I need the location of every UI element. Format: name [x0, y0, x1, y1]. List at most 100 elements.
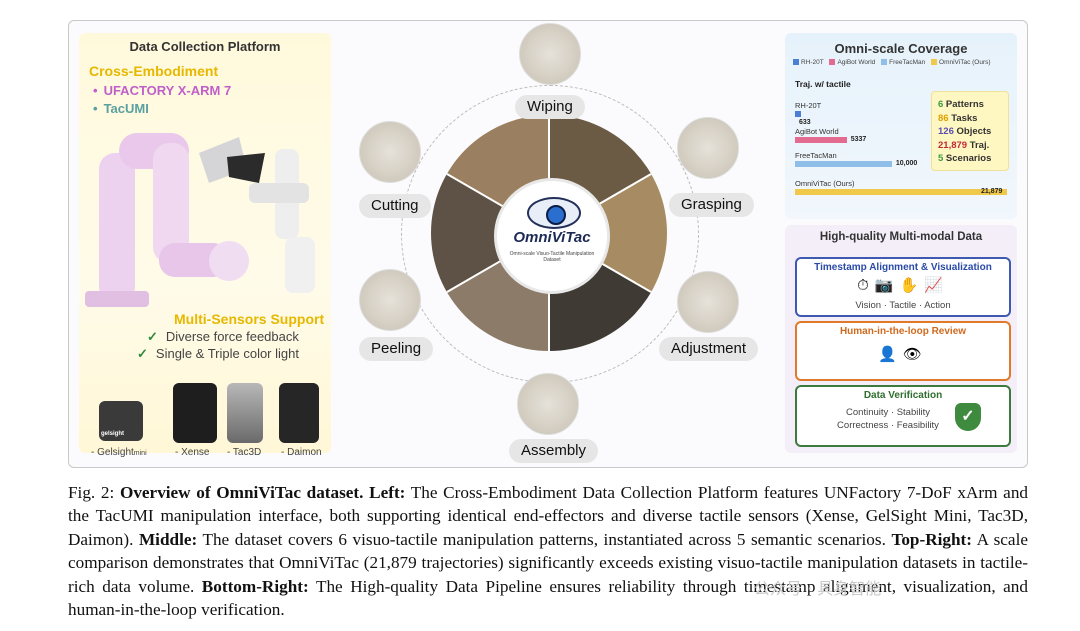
xense-sensor [173, 383, 217, 443]
stat-label: Patterns [943, 99, 984, 110]
robot-arm-illustration [85, 133, 315, 307]
verification-line1: Continuity · Stability [846, 407, 930, 418]
bar [795, 111, 802, 117]
stat-label: Scenarios [943, 153, 992, 164]
pattern-label-assembly: Assembly [509, 439, 599, 463]
feature-check-label: Diverse force feedback [165, 329, 299, 344]
daimon-sensor [279, 383, 319, 443]
sensor-label-text: - Gelsight [91, 447, 134, 458]
legend-swatch [881, 59, 888, 66]
assembly-illustration [517, 373, 579, 435]
bar-value-label: 5337 [850, 136, 867, 143]
eye-icon: 👁 [902, 346, 928, 363]
caption-bold: Bottom-Right: [201, 576, 309, 596]
sensor-label-daimon: - Daimon [281, 447, 322, 458]
verification-line2: Correctness · Feasibility [837, 420, 939, 431]
wiping-illustration [519, 23, 581, 85]
feature-check-label: Single & Triple color light [155, 346, 299, 361]
legend-item: FreeTacMan [889, 59, 926, 66]
chart-icon: 📈 [924, 277, 949, 294]
quality-title: High-quality Multi-modal Data [819, 231, 983, 243]
check-icon: ✓ [147, 329, 158, 344]
traj-axis-label: Traj. w/ tactile [795, 79, 851, 89]
embodiment-item-label: UFACTORY X-ARM 7 [103, 83, 232, 98]
peeling-illustration [359, 269, 421, 331]
legend-swatch [829, 59, 836, 66]
caption-bold: Middle: [138, 529, 198, 549]
figure-frame: Data Collection Platform Cross-Embodimen… [68, 20, 1028, 468]
timestamp-icons: ⏱📷✋📈 [797, 276, 1009, 294]
grasping-illustration [677, 117, 739, 179]
embodiment-item-tacumi: •TacUMI [93, 101, 149, 116]
bar [795, 161, 892, 167]
stat-num: 86 [938, 112, 949, 124]
legend-swatch [793, 59, 799, 66]
legend-swatch [931, 59, 938, 66]
bar-value-label: 10,000 [895, 160, 918, 167]
pattern-label-adjustment: Adjustment [659, 337, 759, 361]
logo-tagline: Omni-scale Visuo-Tactile Manipulation Da… [509, 251, 595, 263]
stopwatch-icon: ⏱ [857, 277, 875, 294]
gelsight-logo: gelsight [101, 431, 125, 437]
bar-label: AgiBot World [795, 127, 839, 136]
embodiment-item-xarm: •UFACTORY X-ARM 7 [93, 83, 232, 98]
timestamp-box: Timestamp Alignment & Visualization ⏱📷✋📈… [795, 257, 1011, 317]
caption-text: The Cross-Embodiment Data Collection Pla… [68, 483, 1029, 549]
human-review-box: Human-in-the-loop Review 👤👁 [795, 321, 1011, 381]
feature-check-light: ✓ Single & Triple color light [137, 346, 299, 362]
multi-sensors-title: Multi-Sensors Support [174, 311, 325, 327]
caption-text: A scale comparison demonstrates that Omn… [68, 529, 1028, 596]
caption-text: The dataset covers 6 visuo-tactile manip… [197, 529, 892, 549]
iris [546, 205, 566, 225]
stat-num: 5 [938, 153, 944, 164]
sensor-label-sub: mini [133, 450, 147, 457]
human-review-title: Human-in-the-loop Review [839, 326, 967, 337]
stat-patterns: 6 Patterns [938, 98, 1008, 112]
legend-item: RH-20T [801, 59, 824, 66]
coverage-legend: RH-20T AgiBot World FreeTacMan OmniViTac… [789, 59, 991, 66]
sensor-label-gelsight: - Gelsightmini [91, 447, 147, 458]
review-icons: 👤👁 [797, 345, 1009, 363]
quality-panel: High-quality Multi-modal Data Timestamp … [785, 225, 1017, 453]
data-collection-title: Data Collection Platform [129, 39, 281, 54]
figure-caption: Fig. 2: Overview of OmniViTac dataset. L… [68, 481, 1028, 621]
cutting-illustration [359, 121, 421, 183]
coverage-title: Omni-scale Coverage [834, 41, 968, 56]
sensor-label-tac3d: - Tac3D [227, 447, 262, 458]
bar [795, 189, 1007, 195]
bar [795, 137, 847, 143]
stat-num: 6 [938, 99, 944, 110]
tac3d-sensor [227, 383, 263, 443]
stat-label: Traj. [967, 139, 990, 151]
feature-check-force: ✓ Diverse force feedback [147, 329, 299, 345]
legend-item: AgiBot World [837, 59, 876, 66]
check-icon: ✓ [137, 346, 148, 361]
logo-text: OmniViTac [513, 229, 591, 246]
timestamp-subtitle: Vision · Tactile · Action [855, 300, 951, 311]
bar-label: FreeTacMan [795, 151, 837, 160]
bar-value-label: 21,879 [981, 188, 1003, 195]
pattern-label-cutting: Cutting [359, 194, 431, 218]
legend-item: OmniViTac (Ours) [939, 59, 991, 66]
bar-value-label: 633 [799, 119, 811, 126]
data-collection-panel: Data Collection Platform Cross-Embodimen… [79, 33, 331, 458]
gelsight-mini-sensor [99, 401, 143, 441]
bar-label: RH-20T [795, 101, 822, 110]
caption-bold: Top-Right: [891, 529, 972, 549]
stat-label: Objects [953, 126, 992, 137]
verification-title: Data Verification [863, 390, 943, 401]
timestamp-title: Timestamp Alignment & Visualization [814, 262, 992, 273]
stat-num: 21,879 [938, 139, 968, 151]
eye-icon [527, 197, 581, 229]
user-icon: 👤 [878, 346, 903, 363]
stat-tasks: 86 Tasks [938, 112, 1008, 126]
camera-icon: 📷 [874, 277, 900, 294]
stat-label: Tasks [948, 112, 978, 124]
stat-objects: 126 Objects [938, 125, 1008, 139]
patterns-wheel: OmniViTac Omni-scale Visuo-Tactile Manip… [339, 21, 759, 467]
stat-scenarios: 5 Scenarios [938, 152, 1008, 166]
pattern-label-wiping: Wiping [515, 95, 585, 119]
sensor-label-xense: - Xense [175, 447, 210, 458]
coverage-panel: Omni-scale Coverage RH-20T AgiBot World … [785, 33, 1017, 219]
caption-text: The High-quality Data Pipeline ensures r… [68, 576, 1028, 620]
